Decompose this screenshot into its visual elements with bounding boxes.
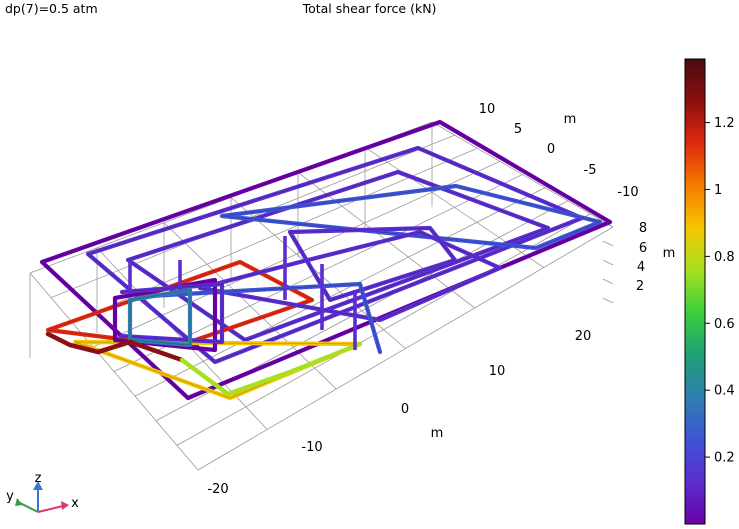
colorbar-tick-label: 0.4 <box>714 384 735 399</box>
x-tick-label: 0 <box>401 402 409 417</box>
y-tick-label: 5 <box>514 122 522 137</box>
z-tick-label: 8 <box>639 221 647 236</box>
colorbar-tick-label: 1 <box>714 183 722 198</box>
pipe-outline <box>127 171 549 341</box>
x-tick-label: 10 <box>489 364 506 379</box>
colorbar: 1.2 1 0.8 0.6 0.4 0.2 <box>684 58 735 525</box>
colorbar-tick-label: 0.2 <box>714 451 735 466</box>
x-axis-label: m <box>431 426 444 441</box>
x-tick-label: -10 <box>301 440 322 455</box>
y-tick-label: -5 <box>584 163 597 178</box>
colorbar-ticks: 1.2 1 0.8 0.6 0.4 0.2 <box>705 116 735 466</box>
back-wall-grid <box>29 122 614 358</box>
colorbar-scale <box>684 58 706 525</box>
triad-x-label: x <box>71 496 79 511</box>
parameter-label: dp(7)=0.5 atm <box>5 1 98 16</box>
grid-line <box>602 259 614 266</box>
triad-z-arrowhead <box>33 481 43 490</box>
triad-x-arrowhead <box>61 501 69 510</box>
pipe-segment-hot <box>45 331 185 363</box>
pipe-segment <box>39 119 613 401</box>
colorbar-tick-label: 1.2 <box>714 116 735 131</box>
x-axis-ticks: -20 -10 0 10 20 m <box>207 329 591 497</box>
triad-z-label: z <box>35 471 42 486</box>
pipe-outline <box>289 227 456 301</box>
triad-x-arrow <box>37 505 64 513</box>
pipe-outline <box>129 289 191 346</box>
y-tick-label: -10 <box>617 185 638 200</box>
y-tick-label: 10 <box>479 102 496 117</box>
grid-line <box>50 134 455 298</box>
grid-line <box>134 187 546 397</box>
pipe-network <box>39 119 613 401</box>
grid-line <box>176 213 591 446</box>
plot-title: Total shear force (kN) <box>302 1 437 16</box>
pipe-outline <box>121 283 223 343</box>
grid-line <box>602 297 614 304</box>
grid-line <box>197 226 614 471</box>
axis-triad: z x y <box>6 471 79 513</box>
pipe-segment <box>119 281 225 345</box>
z-tick-label: 6 <box>639 241 647 256</box>
pipe-outline <box>41 121 611 399</box>
pipe-segment <box>127 287 193 348</box>
pipe-segment-warm <box>179 341 363 397</box>
colorbar-tick-label: 0.6 <box>714 317 735 332</box>
x-tick-label: -20 <box>207 482 228 497</box>
pipe-segment <box>287 225 458 303</box>
colorbar-tick-label: 0.8 <box>714 250 735 265</box>
z-axis-ticks: 8 6 4 2 m <box>636 221 675 294</box>
z-tick-label: 2 <box>636 279 644 294</box>
grid-line <box>602 240 614 247</box>
z-tick-label: 4 <box>637 260 645 275</box>
pipe-segment <box>125 169 551 343</box>
triad-y-arrow <box>19 502 39 513</box>
z-axis-label: m <box>663 246 676 261</box>
y-tick-label: 0 <box>547 142 555 157</box>
grid-line <box>602 278 614 285</box>
y-axis-label: m <box>564 112 577 127</box>
x-tick-label: 20 <box>575 329 592 344</box>
triad-y-arrowhead <box>15 498 23 506</box>
y-axis-ticks: 10 5 0 -5 -10 m <box>479 102 639 200</box>
triad-y-label: y <box>6 489 14 504</box>
